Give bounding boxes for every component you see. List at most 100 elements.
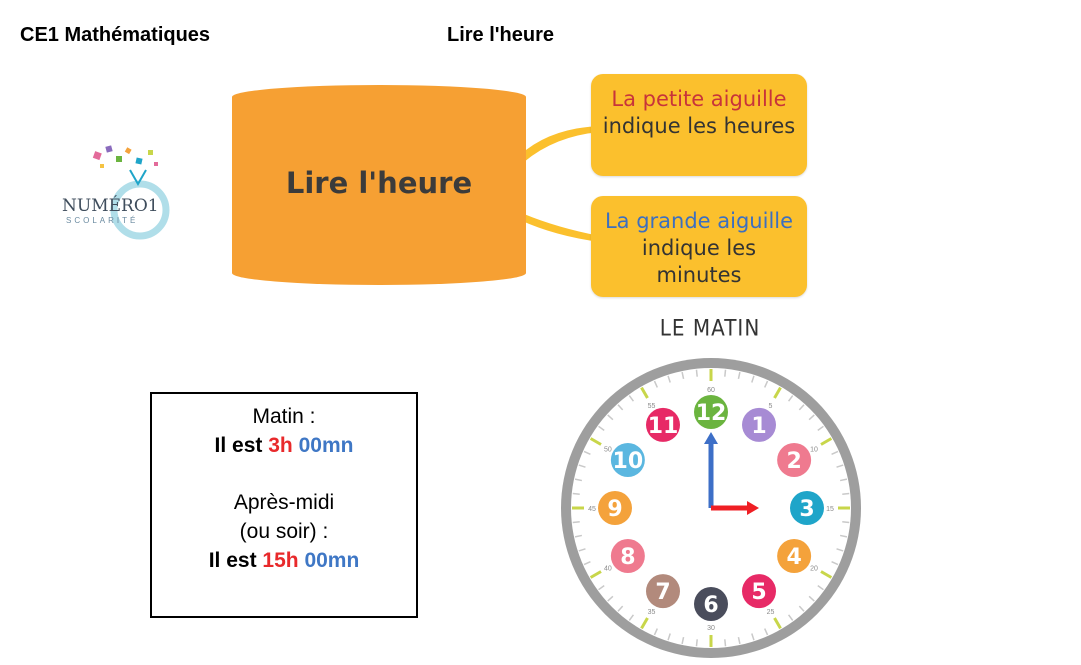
afternoon-minutes: 00mn	[304, 549, 360, 572]
clock-minor-tick	[737, 371, 741, 380]
clock-minor-tick	[751, 633, 755, 641]
clock-minute-label: 20	[810, 566, 818, 573]
clock-minor-tick	[598, 584, 605, 591]
clock-major-tick	[773, 617, 782, 630]
clock-minor-tick	[764, 380, 769, 388]
clock-minor-tick	[798, 404, 805, 411]
clock-minute-label: 50	[604, 447, 612, 454]
clock-minor-tick	[653, 380, 658, 388]
minutes-hand-callout: La grande aiguille indique les minutes	[591, 196, 807, 297]
clock-major-tick	[640, 386, 649, 399]
clock-hour-number: 1	[751, 414, 766, 439]
clock-minor-tick	[578, 548, 586, 552]
clock-hands	[704, 432, 759, 515]
morning-hours: 3h	[268, 434, 293, 457]
clock-hour-number: 5	[751, 580, 766, 605]
clock-minor-tick	[617, 605, 624, 612]
clock-major-tick	[589, 437, 602, 446]
numero1-logo: NUMÉRO1 SCOLARITÉ	[60, 140, 175, 240]
clock-major-tick	[820, 437, 833, 446]
clock-minute-label: 10	[810, 447, 818, 454]
clock-hour-badge	[598, 491, 632, 525]
clock-hour-badge	[646, 574, 680, 609]
clock-hour-badge	[694, 395, 728, 429]
clock-minor-tick	[695, 639, 698, 647]
morning-time: Il est 3h 00mn	[152, 431, 416, 460]
clock-minor-tick	[787, 614, 794, 621]
clock-minor-tick	[695, 369, 698, 377]
clock-minor-tick	[607, 595, 614, 602]
clock-minute-label: 15	[826, 506, 834, 513]
clock-minute-label: 40	[604, 566, 612, 573]
clock-minor-tick	[681, 371, 685, 380]
clock-minor-tick	[842, 521, 850, 524]
clock-minor-tick	[574, 478, 583, 482]
clock-minute-label: 30	[707, 625, 715, 632]
clock-minor-tick	[839, 478, 848, 482]
clock-minor-tick	[667, 633, 671, 641]
clock-minor-tick	[798, 605, 805, 612]
clock-minor-tick	[598, 425, 605, 432]
clock-minute-label: 5	[769, 403, 773, 410]
clock-minute-label: 60	[707, 387, 715, 394]
clock-minor-tick	[681, 636, 685, 645]
clock-hour-number: 8	[620, 545, 635, 570]
minutes-callout-highlight: La grande aiguille	[604, 209, 794, 233]
clock-hour-number: 11	[648, 414, 679, 439]
clock-minor-tick	[831, 561, 839, 566]
clock-minute-label: 55	[648, 403, 656, 410]
clock-minor-tick	[842, 492, 850, 495]
logo-graphic	[92, 145, 170, 240]
afternoon-label-2: (ou soir) :	[239, 520, 329, 543]
clock-minor-tick	[578, 464, 586, 468]
clock-minor-tick	[831, 450, 839, 455]
clock-minor-tick	[817, 425, 824, 432]
clock-hour-badge	[742, 407, 776, 442]
clock-minor-tick	[724, 639, 727, 647]
logo-wordmark: NUMÉRO1	[62, 196, 159, 216]
clock-minute-label: 35	[648, 609, 656, 616]
clock-minor-tick	[628, 614, 635, 621]
clock-hour-badge	[742, 574, 776, 609]
clock-major-tick	[589, 570, 602, 579]
clock-minor-tick	[836, 548, 844, 552]
clock-minor-tick	[667, 375, 671, 383]
clock-minor-tick	[724, 369, 727, 377]
clock-minor-tick	[583, 561, 591, 566]
clock-hour-badge	[790, 491, 824, 525]
clock-minor-tick	[607, 414, 614, 421]
clock-minor-tick	[817, 584, 824, 591]
minute-hand-tip	[704, 432, 718, 444]
clock-major-tick	[820, 570, 833, 579]
clock-hour-number: 4	[786, 545, 801, 570]
clock-hour-number: 9	[607, 497, 622, 522]
mindmap-center-node	[232, 85, 526, 285]
time-examples-box: Matin : Il est 3h 00mn Après-midi (ou so…	[150, 392, 418, 618]
lesson-title: Lire l'heure	[447, 24, 555, 46]
afternoon-time: Il est 15h 00mn	[152, 546, 416, 575]
clock-hour-number: 3	[799, 497, 814, 522]
clock-minor-tick	[617, 404, 624, 411]
clock-major-tick	[773, 386, 782, 399]
clock-minor-tick	[583, 450, 591, 455]
clock-hour-badge	[694, 587, 728, 621]
afternoon-prefix: Il est	[208, 549, 263, 572]
clock-hour-number: 10	[613, 449, 644, 474]
clock-minor-tick	[836, 464, 844, 468]
mindmap-connectors	[520, 126, 600, 242]
minutes-callout-text: indique les minutes	[641, 236, 757, 287]
clock-minor-tick	[572, 492, 580, 495]
clock-label: LE MATIN	[659, 314, 761, 342]
clock-hour-number: 6	[703, 593, 718, 618]
clock-hour-badge	[610, 539, 645, 573]
clock-minute-label: 45	[588, 506, 596, 513]
subject-title: CE1 Mathématiques	[20, 24, 211, 46]
morning-prefix: Il est	[214, 434, 269, 457]
clock-major-tick	[640, 617, 649, 630]
clock-hour-badge	[777, 539, 812, 573]
clock-minor-tick	[574, 534, 583, 538]
clock-minor-tick	[839, 534, 848, 538]
